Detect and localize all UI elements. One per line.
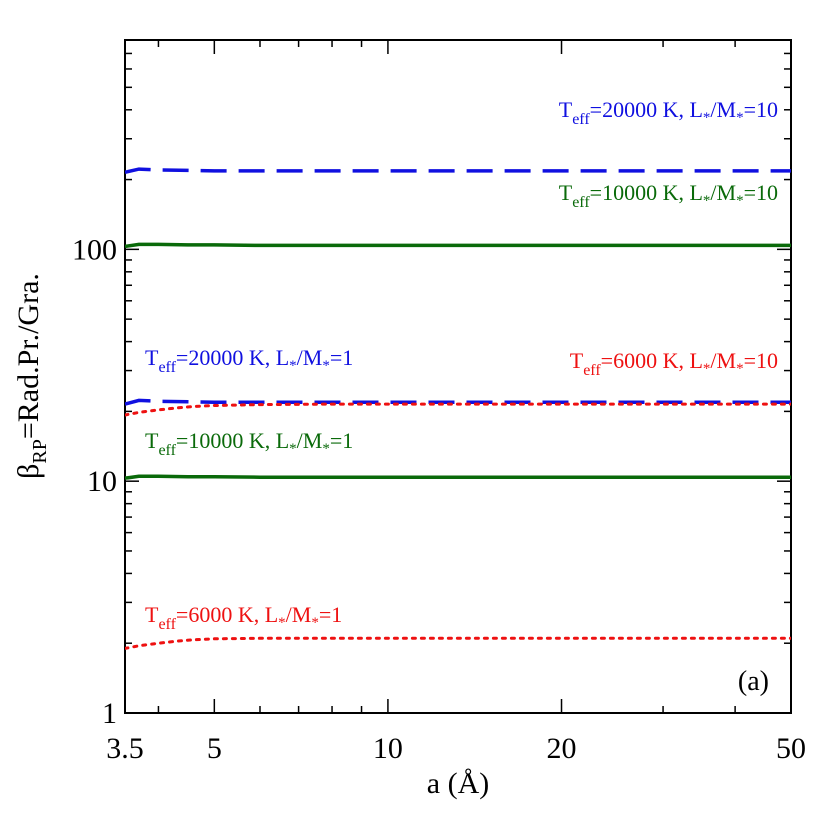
y-tick-label: 100 [72, 233, 117, 266]
x-axis-title: a (Å) [427, 767, 489, 800]
axis-tick-labels: 3.5 5 10 20 50 1 10 100 [72, 233, 806, 765]
series-line-6 [125, 636, 791, 650]
series-lines [125, 167, 791, 650]
plot-frame [124, 39, 792, 714]
series-label-1: Teff=20000 K, L*/M*=10 [559, 97, 778, 128]
series-label-3: Teff=20000 K, L*/M*=1 [145, 345, 353, 376]
series-label-6: Teff=6000 K, L*/M*=1 [145, 602, 342, 633]
y-axis-title-beta: β [12, 464, 45, 479]
series-label-4: Teff=6000 K, L*/M*=10 [570, 348, 778, 379]
series-line-3 [125, 398, 791, 406]
series-line-5 [125, 474, 791, 480]
panel-label: (a) [738, 666, 769, 697]
x-tick-label: 3.5 [106, 732, 144, 765]
axis-ticks [124, 39, 792, 714]
y-tick-label: 10 [87, 465, 117, 498]
y-axis-title-rest: =Rad.Pr./Gra. [12, 273, 45, 439]
series-line-2 [125, 242, 791, 249]
series-label-2: Teff=10000 K, L*/M*=10 [559, 180, 778, 211]
x-tick-label: 5 [207, 732, 222, 765]
y-tick-label: 1 [102, 697, 117, 730]
x-tick-label: 10 [373, 732, 403, 765]
x-tick-label: 20 [547, 732, 577, 765]
y-axis-title-subscript: RP [29, 439, 51, 463]
series-line-1 [125, 167, 791, 175]
series-label-5: Teff=10000 K, L*/M*=1 [145, 428, 353, 459]
series-line-4 [125, 402, 791, 417]
x-tick-label: 50 [776, 732, 806, 765]
y-axis-title: βRP=Rad.Pr./Gra. [12, 273, 51, 479]
